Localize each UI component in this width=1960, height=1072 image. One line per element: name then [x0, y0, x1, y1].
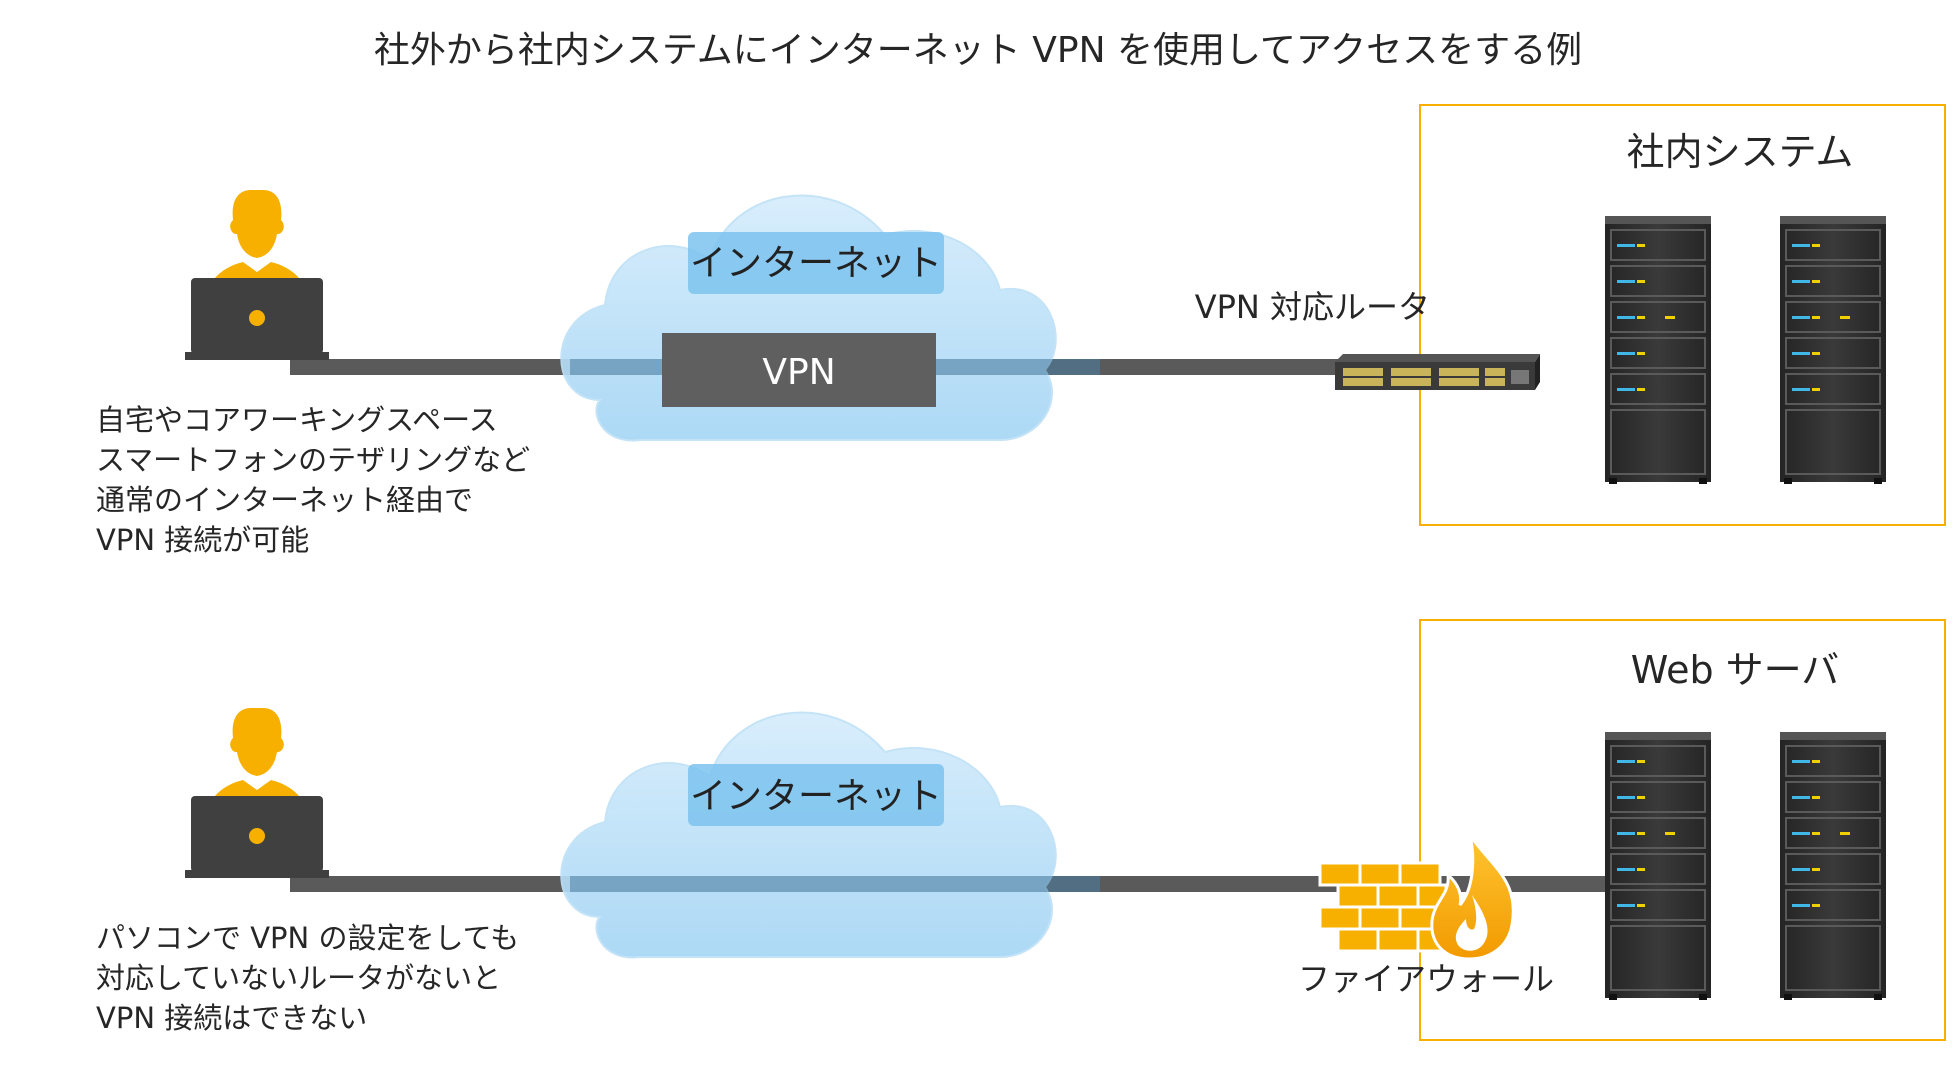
bottom-scenario: Web サーバ インターネット ファイアウォール パソコンで VPN の設定をし… [96, 619, 1946, 1041]
internet-tag [688, 232, 944, 294]
vpn-router-label: VPN 対応ルータ [1195, 288, 1430, 326]
user-with-laptop-icon [185, 190, 329, 360]
server-rack-icon [1779, 731, 1887, 1001]
top-description-line: スマートフォンのテザリングなど [96, 443, 530, 477]
server-rack-icon [1604, 215, 1712, 485]
server-rack-icon [1779, 215, 1887, 485]
bottom-description-line: 対応していないルータがないと [96, 961, 501, 995]
top-scenario: 社内システム インターネット VPN VPN 対応ルータ [96, 104, 1946, 557]
bottom-description-line: VPN 接続はできない [96, 1001, 367, 1035]
web-server-box [1419, 619, 1946, 1041]
internet-label: インターネット [690, 243, 942, 284]
bottom-description-line: パソコンで VPN の設定をしても [96, 921, 519, 955]
internet-tag [688, 764, 944, 826]
server-rack-icon [1604, 731, 1712, 1001]
cloud-icon [560, 711, 1057, 959]
vpn-tunnel-box [662, 333, 936, 407]
internet-label: インターネット [690, 776, 942, 817]
top-description-line: 通常のインターネット経由で [96, 483, 473, 517]
page-title: 社外から社内システムにインターネット VPN を使用してアクセスをする例 [374, 30, 1582, 71]
vpn-tunnel-label: VPN [762, 352, 835, 393]
firewall-icon [1318, 834, 1515, 961]
top-description-line: 自宅やコアワーキングスペース [96, 403, 498, 437]
firewall-label: ファイアウォール [1298, 960, 1554, 998]
internal-system-box [1419, 104, 1946, 526]
web-server-title: Web サーバ [1631, 648, 1840, 692]
user-with-laptop-icon [185, 708, 329, 878]
top-description-line: VPN 接続が可能 [96, 523, 309, 557]
internal-system-title: 社内システム [1627, 130, 1854, 174]
network-switch-icon [1335, 354, 1540, 390]
